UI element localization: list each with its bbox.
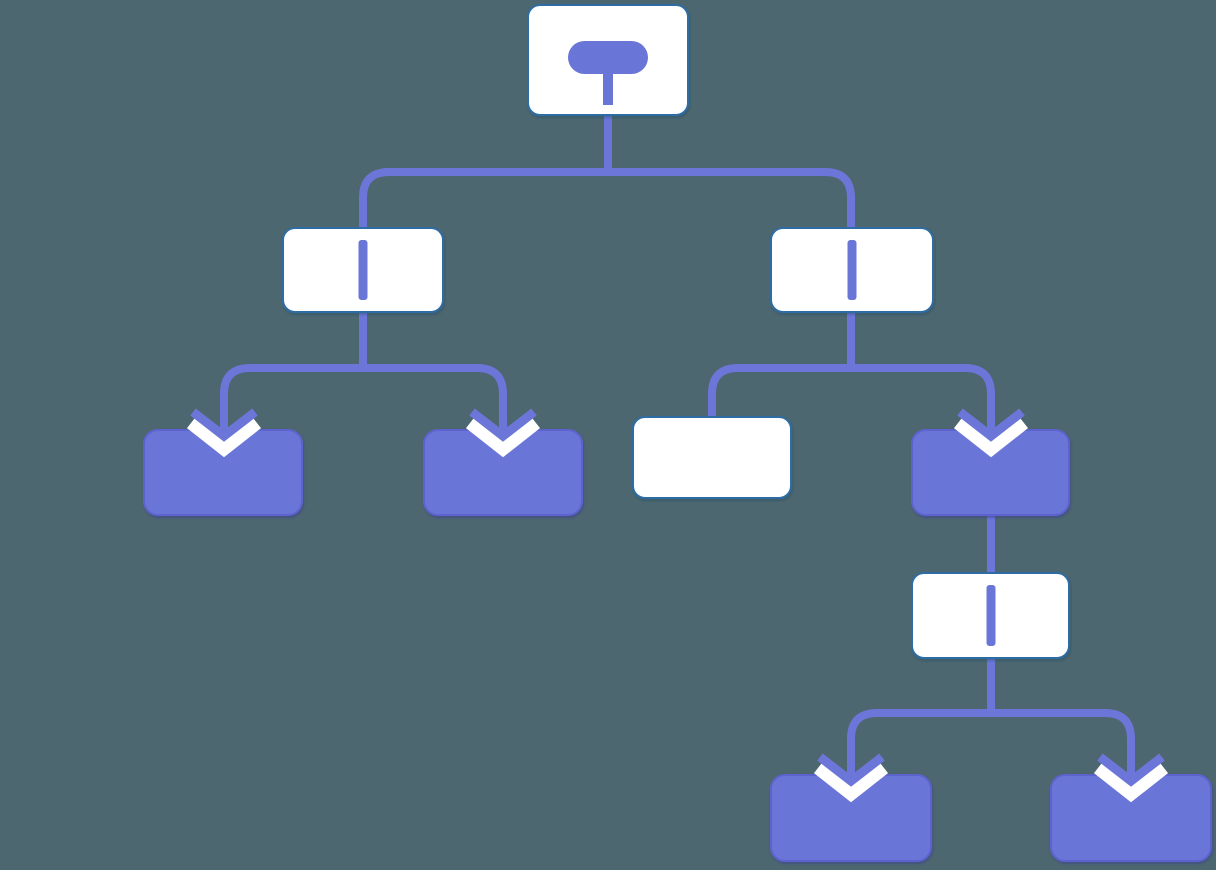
node-branch-left[interactable] — [282, 227, 444, 313]
arrow-down-icon — [953, 408, 1029, 458]
arrow-down-icon — [1093, 753, 1169, 803]
vertical-line-icon — [847, 240, 857, 300]
connector-split-left — [220, 364, 507, 420]
arrow-down-icon — [465, 408, 541, 458]
arrowheads — [186, 408, 1169, 803]
node-placeholder-c[interactable] — [632, 416, 792, 499]
vertical-line-icon — [986, 585, 996, 646]
node-branch-right[interactable] — [770, 227, 934, 313]
vertical-line-icon — [358, 240, 368, 300]
connector-split-right — [708, 364, 995, 420]
connector-split-bottom — [847, 709, 1135, 763]
pill-with-stem-icon — [568, 41, 648, 105]
arrow-down-icon — [186, 408, 262, 458]
connector-split-top — [359, 168, 855, 228]
connectors — [220, 113, 1135, 763]
node-root[interactable] — [527, 4, 689, 116]
node-branch-bottom[interactable] — [911, 572, 1070, 659]
arrow-down-icon — [813, 753, 889, 803]
